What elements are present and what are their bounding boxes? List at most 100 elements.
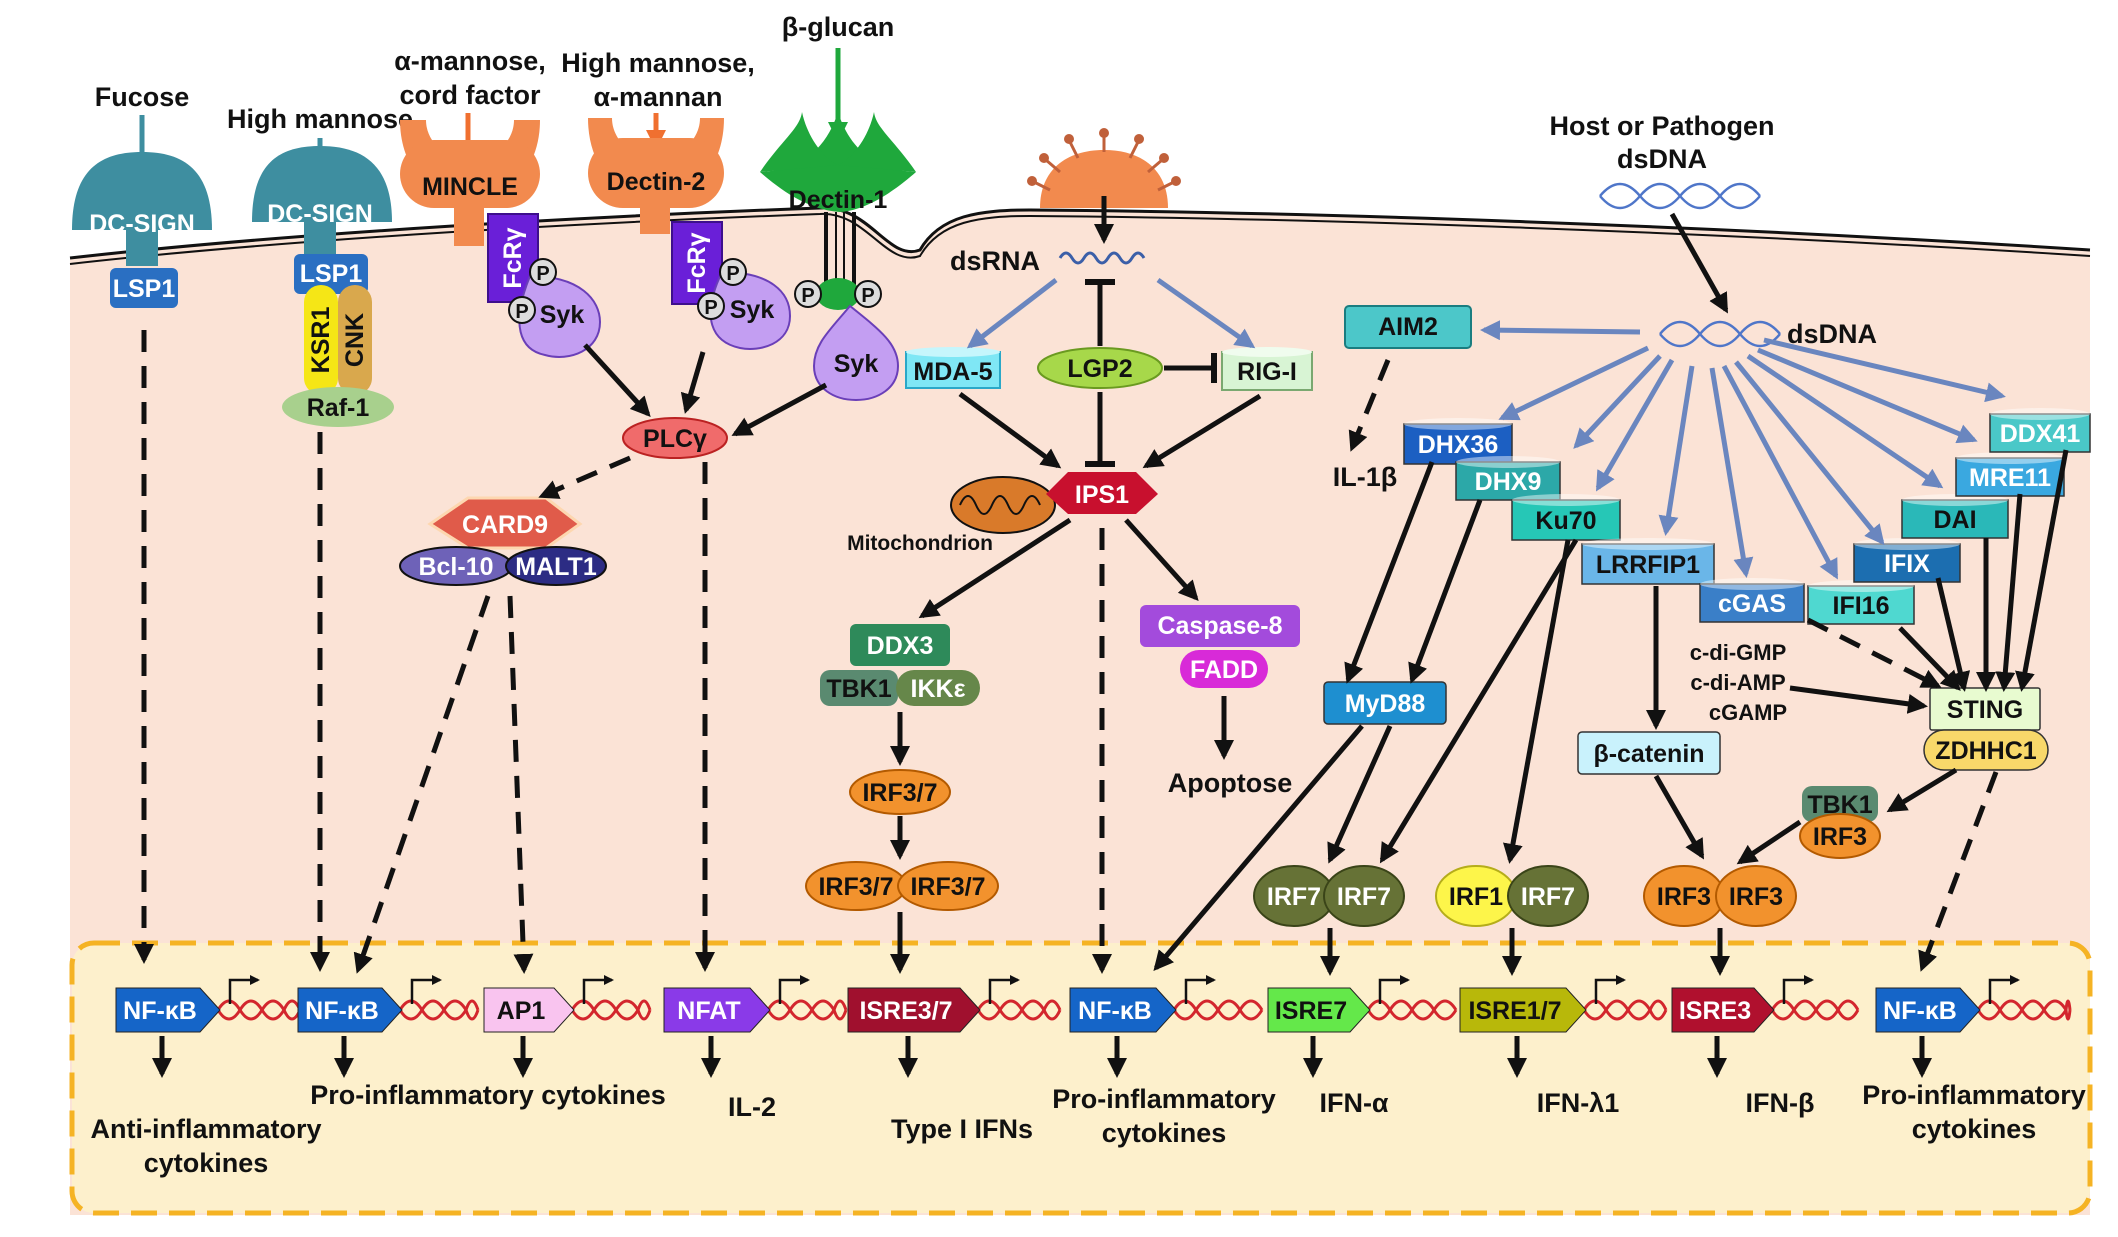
output-ifnb: IFN-β [1746,1088,1815,1118]
svg-text:P: P [861,285,874,307]
arrow-plcy-card9 [538,455,631,499]
irf7-node-b: IRF7 [1323,865,1405,927]
svg-text:ISRE1/7: ISRE1/7 [1468,997,1561,1025]
output-proinflammatory-right-2: cytokines [1912,1114,2037,1144]
output-proinflammatory-wide: Pro-inflammatory cytokines [310,1080,666,1110]
svg-text:IFIX: IFIX [1884,550,1930,578]
tbk1-node: TBK1 [820,670,898,706]
svg-text:P: P [726,263,739,285]
svg-text:IRF7: IRF7 [1521,883,1575,911]
mincle-receptor: MINCLE [400,120,540,246]
svg-text:Syk: Syk [540,301,585,329]
arrow-ku70-irf1 [1503,539,1571,864]
cnk-node: CNK [338,285,372,395]
transcription-start-icon [1988,975,2020,1004]
arrow-dsdna-ifi16 [1721,364,1839,580]
plcy-node: PLCγ [622,417,728,459]
dc-sign-receptor-2: DC-SIGN [252,146,392,256]
svg-text:IRF3/7: IRF3/7 [818,873,893,901]
arrow-syk3-plcy [731,382,828,437]
arrow-dsdna-ddx41 [1763,337,2006,403]
svg-text:DC-SIGN: DC-SIGN [89,210,195,238]
svg-text:cGAS: cGAS [1718,590,1786,618]
dna-helix-2 [398,999,480,1021]
svg-text:IRF7: IRF7 [1267,883,1321,911]
syk-node-1: Syk [518,274,602,358]
svg-text:Ku70: Ku70 [1535,507,1596,535]
ligand-high-mannose-2: High mannose, [561,48,755,78]
myd88-node: MyD88 [1323,681,1447,725]
arrow-mre11-sting [1995,493,2023,692]
svg-text:IRF1: IRF1 [1449,883,1503,911]
output-anti-inflammatory-2: cytokines [144,1148,269,1178]
svg-text:FADD: FADD [1190,656,1258,684]
ifix-node: IFIX [1853,538,1961,583]
output-proinflammatory-center-2: cytokines [1102,1118,1227,1148]
phospho-node-3a: P [794,280,822,308]
svg-text:P: P [515,301,528,323]
arrow-bcatenin-irf3 [1653,774,1705,860]
cdigmp-label: c-di-GMP [1690,640,1787,665]
ddx3-node: DDX3 [850,624,950,666]
lgp2-node: LGP2 [1037,347,1163,389]
arrow-ips1-ddx3 [918,517,1072,619]
irf7-node-a: IRF7 [1253,865,1335,927]
svg-text:CARD9: CARD9 [462,511,548,539]
mitochondrion-label: Mitochondrion [847,532,993,555]
promoter-isre7: ISRE7 [1267,987,1371,1033]
arrow-syk1-plcy [583,343,651,417]
svg-text:KSR1: KSR1 [307,307,335,374]
svg-text:NF-κB: NF-κB [1078,997,1152,1025]
svg-text:P: P [801,285,814,307]
ips1-node: IPS1 [1046,472,1158,514]
svg-text:LSP1: LSP1 [113,275,176,303]
mre11-node: MRE11 [1955,452,2065,497]
svg-text:IKKε: IKKε [911,675,966,703]
svg-text:IRF3: IRF3 [1657,883,1711,911]
transcription-start-icon [778,975,810,1004]
irf3-node-a: IRF3 [1643,865,1725,927]
apoptose-label: Apoptose [1168,768,1293,798]
syk-node-2: Syk [709,270,792,350]
promoter-nfkb-2: NF-κB [297,987,403,1033]
arrow-dsrna-mda5 [966,278,1058,349]
arrow-dsdna-ifix [1734,360,1885,546]
ligand-alpha-mannan: α-mannan [593,82,722,112]
ligand-host-dsdna-2: dsDNA [1617,144,1707,174]
output-ifna: IFN-α [1319,1088,1388,1118]
sting-node: STING [1929,687,2041,731]
svg-text:P: P [704,297,717,319]
svg-text:IRF3: IRF3 [1813,823,1867,851]
raf1-node: Raf-1 [282,387,394,427]
output-proinflammatory-center: Pro-inflammatory [1052,1084,1276,1114]
dna-helix-6 [1172,999,1264,1021]
svg-text:Caspase-8: Caspase-8 [1157,612,1282,640]
svg-text:IPS1: IPS1 [1075,481,1129,509]
svg-text:AIM2: AIM2 [1378,313,1438,341]
ligand-host-dsdna: Host or Pathogen [1549,111,1774,141]
svg-text:STING: STING [1947,696,2023,724]
arrow-malt1-ap1 [507,595,534,974]
promoter-nfkb-3: NF-κB [1069,987,1177,1033]
arrow-ddx41-sting [2015,449,2069,692]
arrow-syk2-plcy [680,351,706,414]
arrow-dsdna-mre11 [1757,347,1978,444]
svg-text:IFI16: IFI16 [1833,592,1890,620]
svg-text:LSP1: LSP1 [300,260,363,288]
output-anti-inflammatory: Anti-inflammatory [90,1114,321,1144]
dna-helix-8 [1582,999,1668,1021]
svg-text:Raf-1: Raf-1 [307,394,370,422]
dsrna-icon [1058,251,1146,265]
svg-text:IRF3/7: IRF3/7 [910,873,985,901]
transcription-start-icon [1782,975,1814,1004]
transcription-start-icon [1184,975,1216,1004]
svg-text:DHX36: DHX36 [1418,431,1499,459]
zdhhc1-node: ZDHHC1 [1923,729,2049,771]
cgas-node: cGAS [1699,578,1805,623]
caspase8-node: Caspase-8 [1140,605,1300,647]
svg-text:DC-SIGN: DC-SIGN [267,200,373,228]
dna-helix-9 [1770,999,1860,1021]
arrow-malt1-nfkb [353,595,491,974]
ku70-node: Ku70 [1511,494,1621,541]
svg-text:ISRE3/7: ISRE3/7 [859,997,952,1025]
